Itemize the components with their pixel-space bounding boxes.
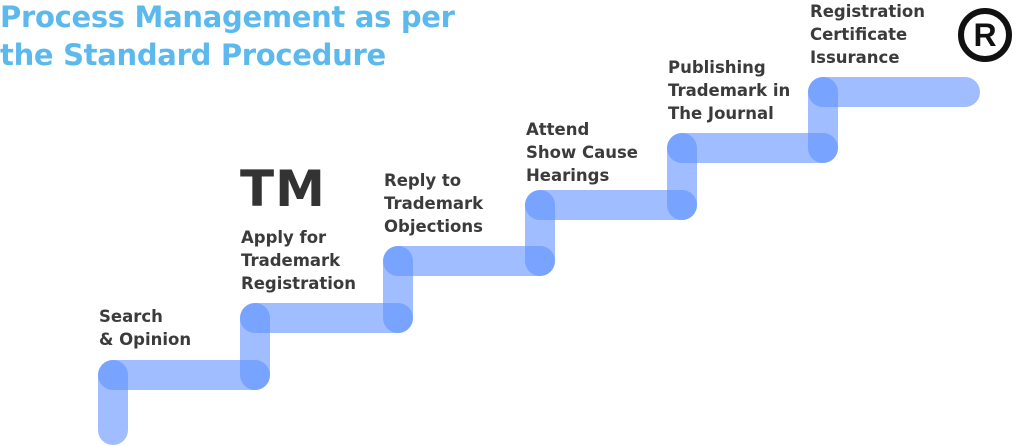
step-label-line: Registration [241,274,356,293]
step-label-line: Show Cause [526,143,638,162]
step-certificate-issuance: Registration Certificate Issurance [810,0,925,69]
step-label-line: Trademark [241,251,341,270]
step-label-line: Issurance [810,48,900,67]
step-label-line: Objections [384,217,483,236]
trademark-tm-symbol: TM [240,160,326,218]
registered-letter: R [973,16,997,53]
title-line-2: the Standard Procedure [0,38,386,72]
step-show-cause-hearings: Attend Show Cause Hearings [526,118,638,187]
step-label-line: Apply for [241,228,327,247]
step-label-line: The Journal [668,104,774,123]
step-label-line: & Opinion [99,330,192,349]
page-title: Process Management as per the Standard P… [0,0,455,74]
step-label-line: Registration [810,2,925,21]
step-label-line: Reply to [384,171,462,190]
step-apply-registration: Apply for Trademark Registration [241,226,356,295]
step-reply-objections: Reply to Trademark Objections [384,169,483,238]
step-label-line: Publishing [668,58,766,77]
step-publishing-journal: Publishing Trademark in The Journal [668,56,790,125]
step-search-opinion: Search & Opinion [99,305,191,351]
step-label-line: Trademark [384,194,484,213]
title-line-1: Process Management as per [0,0,455,34]
step-label-line: Attend [526,120,590,139]
step-label-line: Certificate [810,25,908,44]
step-label-line: Trademark in [668,81,791,100]
registered-trademark-icon: R [958,8,1012,62]
step-label-line: Hearings [526,166,610,185]
step-label-line: Search [99,307,163,326]
